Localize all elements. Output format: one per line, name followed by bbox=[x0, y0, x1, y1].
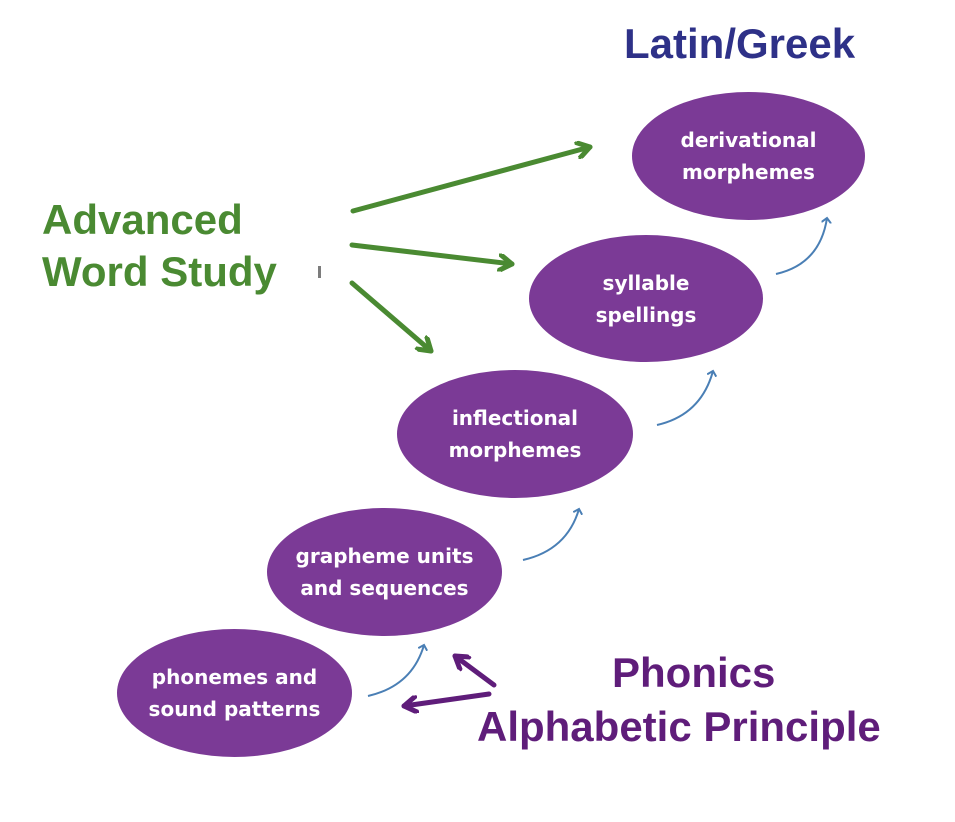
advanced-label-line1: Advanced bbox=[42, 196, 243, 243]
stage-label-line1: inflectional bbox=[451, 406, 579, 430]
advanced-arrow-to-derivational bbox=[350, 147, 593, 214]
stage-label-line1: syllable bbox=[602, 270, 690, 295]
stage-syllable-spellings: syllable spellings bbox=[529, 235, 763, 362]
stage-phonemes-and-sound-patterns: phonemes and sound patterns bbox=[117, 629, 352, 757]
stage-label-line2: sound patterns bbox=[148, 697, 321, 721]
stage-label-line2: spellings bbox=[595, 302, 697, 327]
phonics-label: Phonics bbox=[612, 649, 776, 696]
stage-label-line2: and sequences bbox=[300, 576, 469, 600]
stray-mark bbox=[318, 266, 321, 278]
step-arrow-3 bbox=[656, 371, 713, 426]
stage-label-line2: morphemes bbox=[448, 438, 582, 462]
advanced-arrow-to-syllable bbox=[349, 242, 515, 264]
stage-label-line1: derivational bbox=[680, 128, 817, 152]
step-arrow-2 bbox=[522, 509, 579, 561]
stage-derivational-morphemes: derivational morphemes bbox=[632, 92, 865, 220]
stage-label-line1: grapheme units bbox=[295, 544, 474, 568]
advanced-word-study-label: Advanced Word Study bbox=[42, 194, 277, 298]
phonics-arrow-to-phonemes bbox=[401, 691, 492, 706]
stage-grapheme-units: grapheme units and sequences bbox=[267, 508, 502, 636]
step-arrow-1 bbox=[367, 645, 424, 697]
stage-inflectional-morphemes: inflectional morphemes bbox=[397, 370, 633, 498]
latin-greek-title: Latin/Greek bbox=[624, 20, 856, 67]
stage-label-line1: phonemes and bbox=[151, 665, 318, 689]
phonics-arrow-to-grapheme bbox=[452, 653, 497, 688]
advanced-arrow-to-inflectional bbox=[349, 280, 434, 354]
stage-label-line2: morphemes bbox=[682, 160, 815, 184]
step-arrow-4 bbox=[775, 218, 827, 275]
alphabetic-principle-label: Alphabetic Principle bbox=[477, 703, 881, 750]
advanced-label-line2: Word Study bbox=[42, 248, 277, 295]
